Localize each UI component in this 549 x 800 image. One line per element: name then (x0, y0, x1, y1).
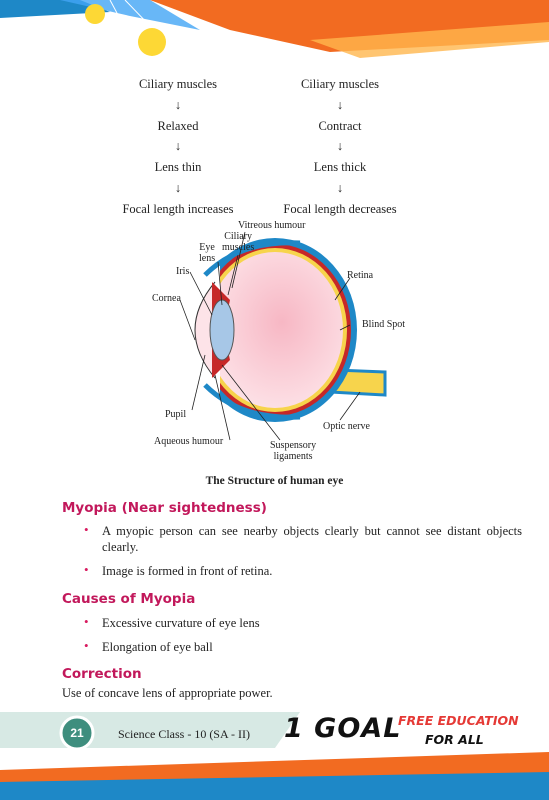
bullet-icon: • (84, 614, 89, 629)
label-ciliary-muscles: Ciliary muscles (222, 231, 255, 253)
flow-left-step-4: Focal length increases (122, 201, 234, 216)
down-arrow-icon: ↓ (174, 97, 182, 112)
down-arrow-icon: ↓ (336, 180, 344, 195)
flow-right-step-4: Focal length decreases (283, 201, 397, 216)
brand-tagline-2: FOR ALL (425, 732, 484, 747)
brand-tagline-1: FREE EDUCATION (398, 713, 519, 728)
brand-logo-text: 1 GOAL (284, 713, 402, 744)
bullet-icon: • (84, 638, 89, 653)
down-arrow-icon: ↓ (336, 97, 344, 112)
down-arrow-icon: ↓ (174, 139, 182, 154)
label-blind-spot: Blind Spot (362, 319, 406, 330)
bullet-icon: • (84, 522, 89, 537)
flow-left-step-2: Relaxed (157, 118, 199, 133)
label-suspensory-ligaments: Suspensory ligaments (270, 440, 317, 462)
label-optic-nerve: Optic nerve (323, 421, 370, 432)
label-eye-lens: Eye lens (199, 242, 216, 264)
label-vitreous-humour: Vitreous humour (238, 220, 306, 231)
causes-heading: Causes of Myopia (62, 591, 196, 607)
myopia-heading: Myopia (Near sightedness) (62, 500, 267, 516)
list-item: •Image is formed in front of retina. (84, 562, 273, 578)
list-item: •A myopic person can see nearby objects … (84, 522, 522, 554)
diagram-caption: The Structure of human eye (205, 475, 344, 487)
list-item: •Elongation of eye ball (84, 638, 213, 654)
label-retina: Retina (347, 270, 374, 281)
down-arrow-icon: ↓ (174, 180, 182, 195)
bullet-icon: • (84, 562, 89, 577)
label-iris: Iris (176, 266, 190, 277)
top-decorative-banner (0, 0, 549, 58)
label-cornea: Cornea (152, 293, 181, 304)
list-item: •Excessive curvature of eye lens (84, 614, 260, 630)
footer-band (0, 712, 549, 800)
page-number: 21 (70, 726, 84, 740)
causes-points: •Excessive curvature of eye lens •Elonga… (82, 614, 522, 663)
footer-subject: Science Class - 10 (SA - II) (118, 727, 250, 741)
correction-text: Use of concave lens of appropriate power… (62, 686, 273, 700)
myopia-points: •A myopic person can see nearby objects … (82, 522, 522, 587)
correction-heading: Correction (62, 666, 142, 682)
flow-right-step-1: Ciliary muscles (300, 77, 380, 91)
flow-right-step-3: Lens thick (313, 160, 367, 175)
flow-left-step-3: Lens thin (154, 160, 202, 175)
label-aqueous-humour: Aqueous humour (154, 436, 224, 447)
down-arrow-icon: ↓ (336, 139, 344, 154)
flow-right-step-2: Contract (318, 118, 362, 133)
label-pupil: Pupil (165, 409, 187, 420)
human-eye-diagram (179, 231, 387, 441)
flow-left-step-1: Ciliary muscles (138, 77, 218, 91)
flow-relaxed-column: Ciliary muscles ↓ Relaxed ↓ Lens thin ↓ … (78, 74, 278, 220)
flow-contract-column: Ciliary muscles ↓ Contract ↓ Lens thick … (240, 74, 440, 220)
